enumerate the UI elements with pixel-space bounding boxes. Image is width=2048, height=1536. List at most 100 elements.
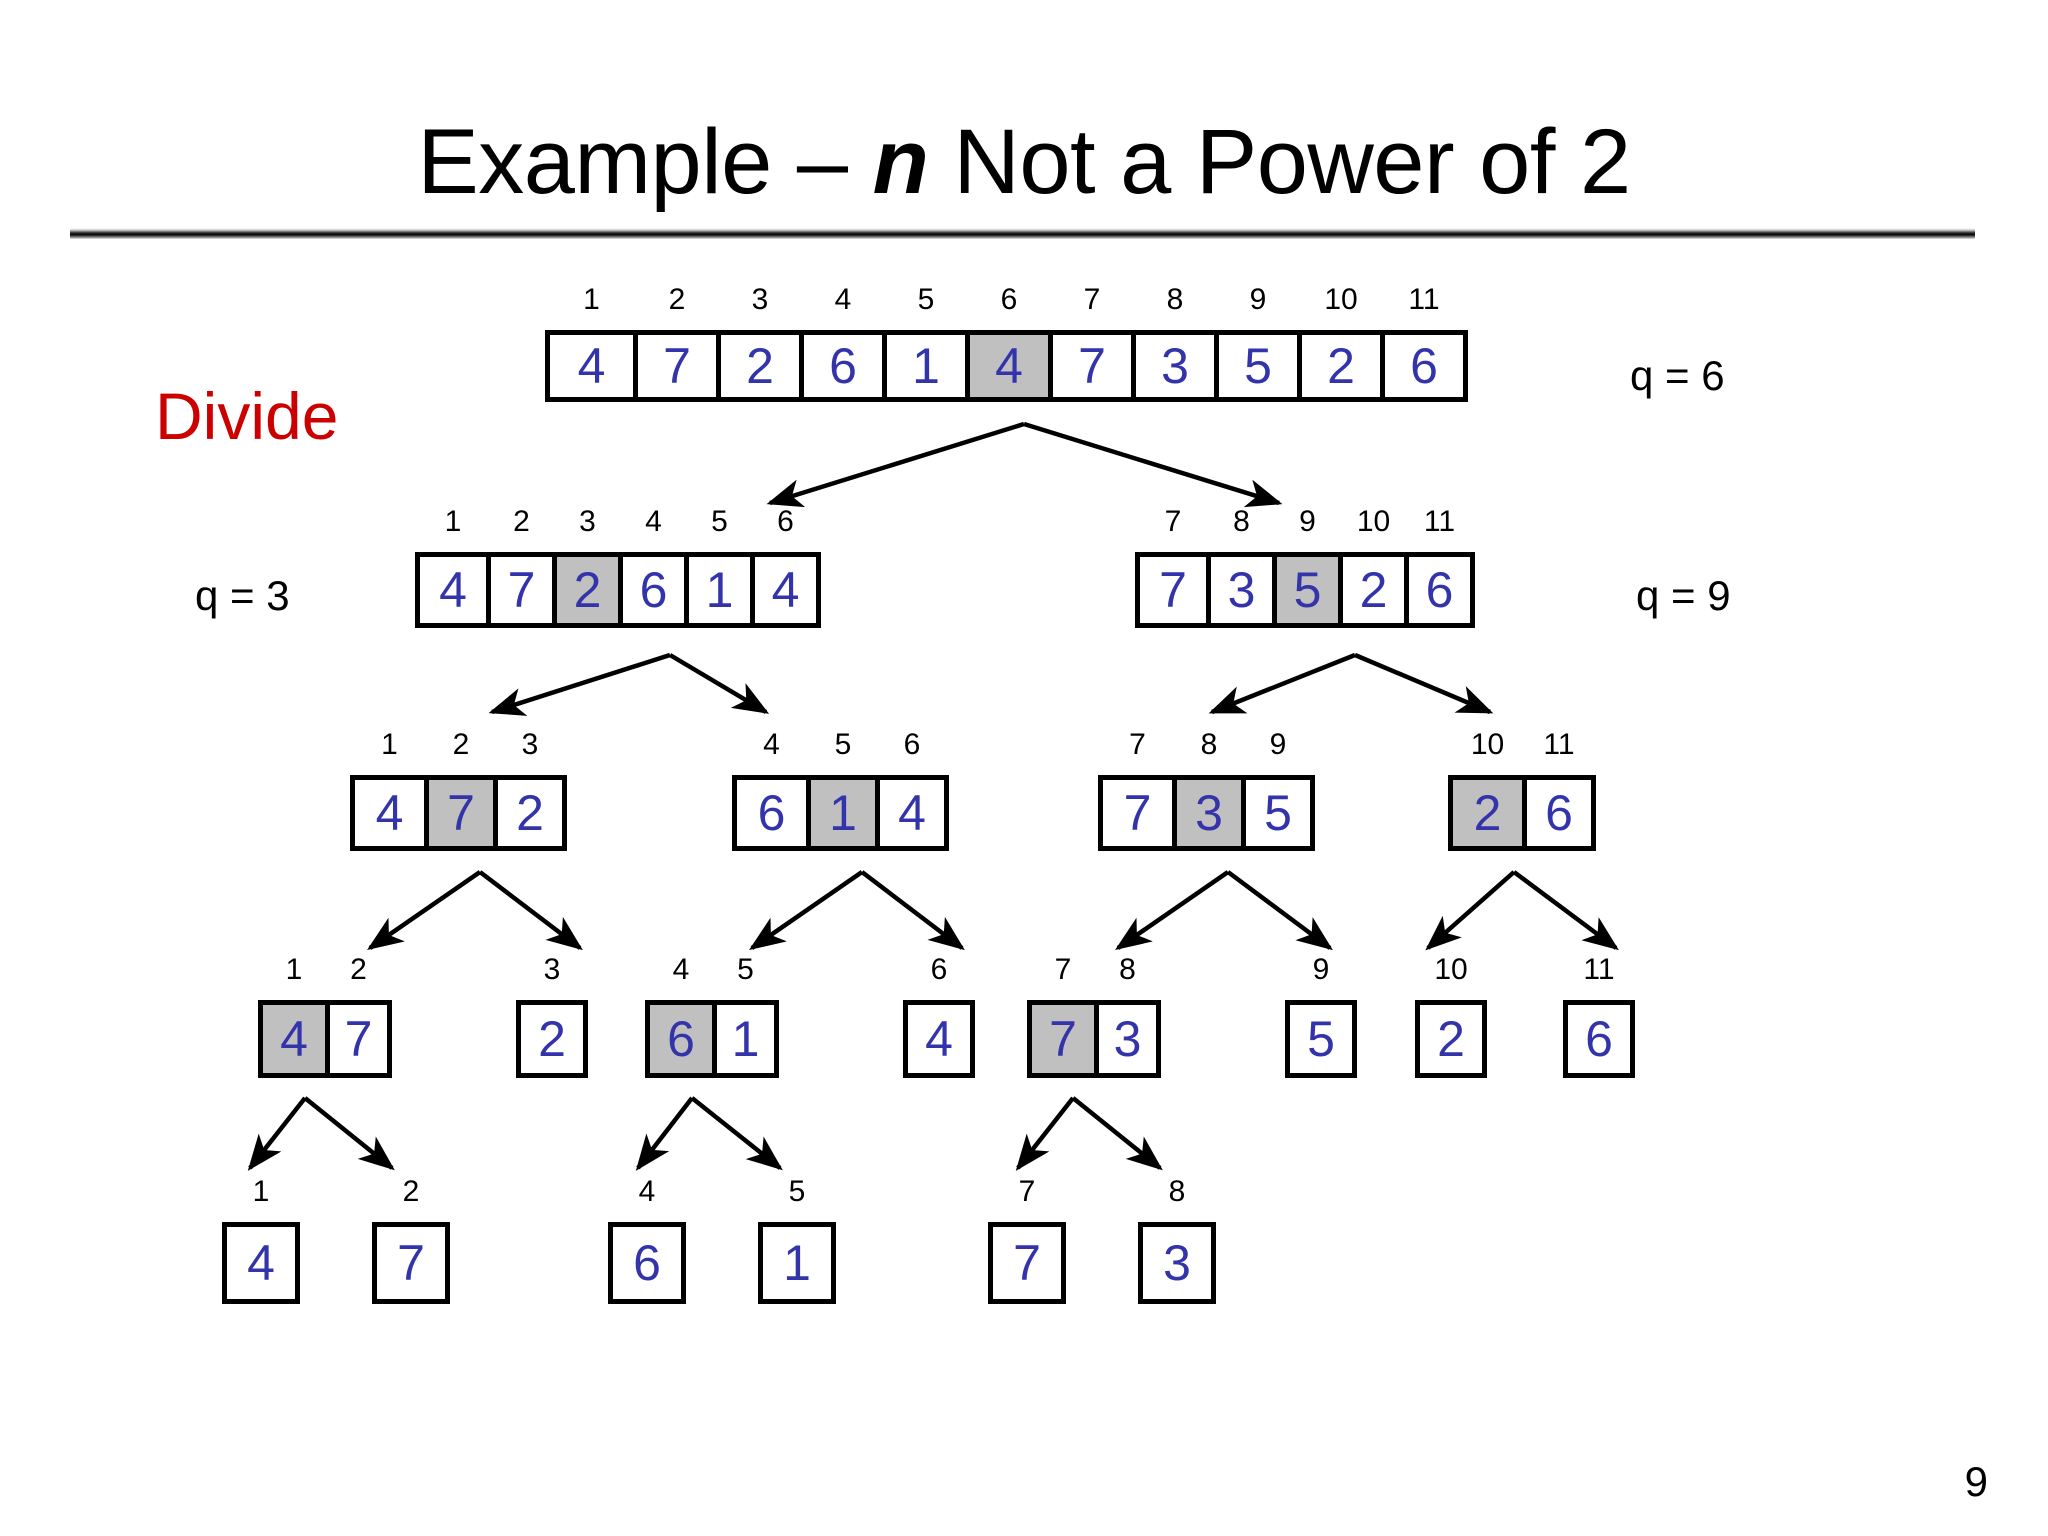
array-index-label: 5 xyxy=(737,953,754,986)
array-cell-value: 6 xyxy=(1425,562,1454,618)
array-index-label: 6 xyxy=(903,728,921,761)
array-cell-value: 4 xyxy=(280,1011,308,1067)
array-index-label: 8 xyxy=(1166,283,1184,316)
array-cell-value: 7 xyxy=(1078,338,1106,394)
array-index-label: 1 xyxy=(252,1175,270,1208)
divide-label: Divide xyxy=(155,379,339,453)
array-index-label: 11 xyxy=(1408,283,1440,316)
array-index-label: 3 xyxy=(543,953,561,986)
array-index-label: 3 xyxy=(579,505,596,538)
array-index-label: 6 xyxy=(1000,283,1018,316)
array-index-label: 2 xyxy=(513,505,530,538)
array-index-label: 1 xyxy=(444,505,462,538)
array-cell-value: 2 xyxy=(538,1011,566,1067)
array-cell-value: 4 xyxy=(439,562,467,618)
array-cell-value: 6 xyxy=(1410,338,1438,394)
array-cell-value: 6 xyxy=(1545,785,1573,841)
array-index-label: 4 xyxy=(834,283,852,316)
array-cell-value: 2 xyxy=(1359,562,1388,618)
array-cell: 10 2 xyxy=(1338,505,1404,623)
array-index-label: 10 xyxy=(1356,505,1391,538)
array-index-label: 1 xyxy=(285,953,303,986)
array-cell-value: 3 xyxy=(1113,1011,1142,1067)
array-cell: 11 6 xyxy=(1380,283,1463,397)
array-index-label: 9 xyxy=(1299,505,1316,538)
array-cell-value: 2 xyxy=(746,338,774,394)
array-cell-value: 3 xyxy=(1227,562,1256,618)
array-cell-value: 7 xyxy=(1159,562,1187,618)
array-cell-value: 3 xyxy=(1161,338,1189,394)
array-cell-value: 4 xyxy=(925,1011,953,1067)
array-cell-value: 4 xyxy=(247,1235,275,1291)
array-index-label: 6 xyxy=(930,953,948,986)
array-cell-value: 6 xyxy=(639,562,668,618)
array-cell-value: 7 xyxy=(507,562,536,618)
array-index-label: 4 xyxy=(763,728,780,761)
array-index-label: 9 xyxy=(1249,283,1267,316)
page-title: Example – n Not a Power of 2 xyxy=(0,110,2048,215)
array-index-label: 5 xyxy=(834,728,852,761)
array-cell: 10 2 xyxy=(1453,728,1522,846)
array-cell-value: 2 xyxy=(1473,785,1502,841)
title-variable-n: n xyxy=(872,110,929,213)
array-index-label: 4 xyxy=(645,505,662,538)
array-index-label: 4 xyxy=(638,1175,656,1208)
array-cell-value: 2 xyxy=(516,785,544,841)
array-cell-value: 6 xyxy=(633,1235,661,1291)
array-cell-value: 1 xyxy=(829,785,857,841)
array-cell-value: 6 xyxy=(1585,1011,1613,1067)
array-cell-value: 4 xyxy=(995,338,1023,394)
q-label-right: q = 9 xyxy=(1636,572,1731,619)
array-index-label: 8 xyxy=(1168,1175,1186,1208)
page-number: 9 xyxy=(1964,1458,1988,1505)
array-index-label: 10 xyxy=(1470,728,1505,761)
array-cell-value: 1 xyxy=(912,338,940,394)
array-index-label: 8 xyxy=(1233,505,1250,538)
array-index-label: 5 xyxy=(917,283,935,316)
array-index-label: 5 xyxy=(788,1175,806,1208)
array-index-label: 3 xyxy=(521,728,539,761)
array-index-label: 10 xyxy=(1324,283,1358,316)
